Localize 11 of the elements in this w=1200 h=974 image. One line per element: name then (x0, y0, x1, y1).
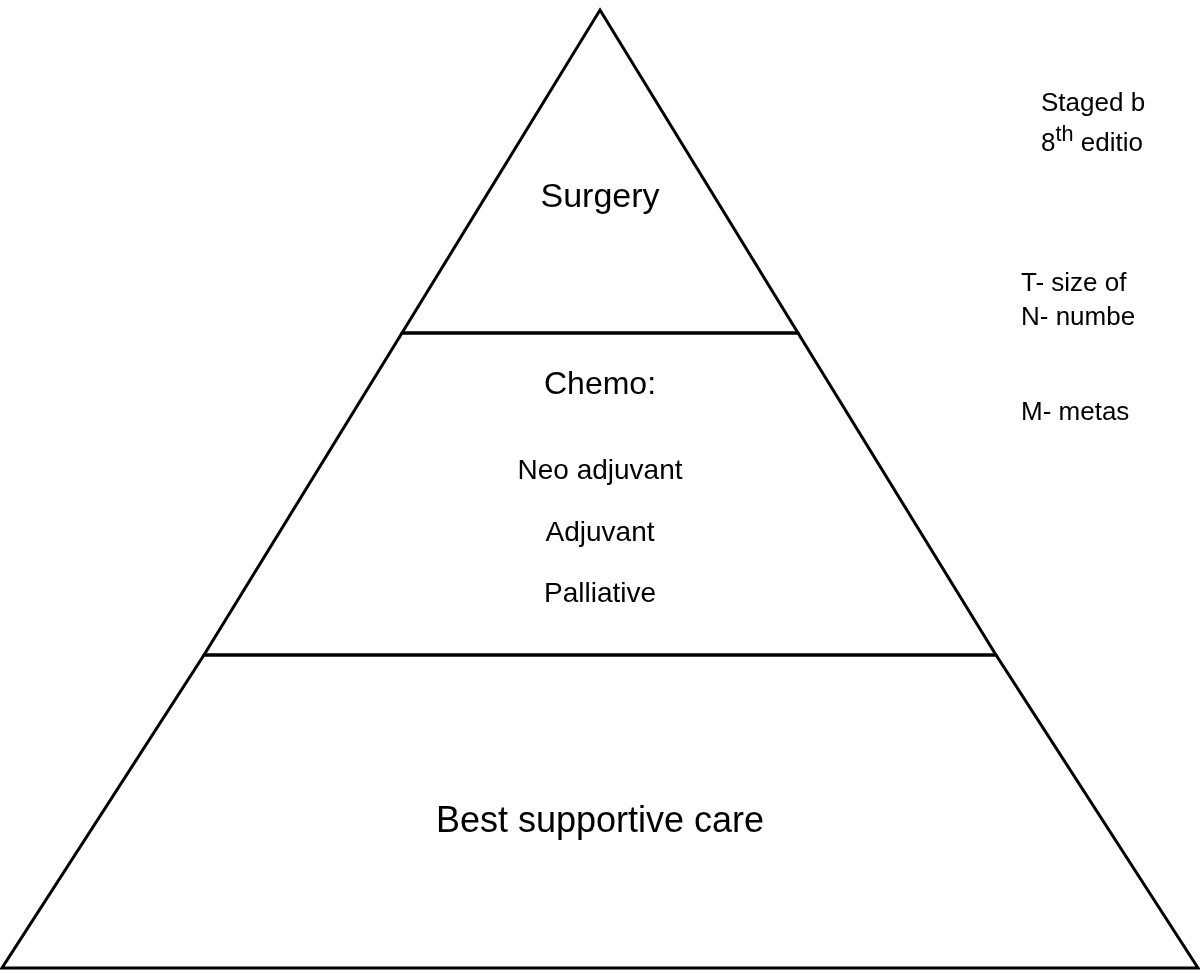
tier-item: Palliative (543, 577, 657, 609)
note-text: Staged b (1041, 88, 1146, 118)
note-text: N- numbe (1021, 302, 1136, 332)
note-text: T- size of (1021, 268, 1127, 298)
tier-heading: Best supportive care (435, 799, 765, 841)
tier-heading: Chemo: (544, 364, 656, 402)
note-text: M- metas (1021, 397, 1130, 427)
tier-heading: Surgery (540, 175, 660, 215)
note-text: 8$^{th}$ editio (1041, 122, 1143, 158)
tier-item: Adjuvant (545, 516, 655, 548)
tier-item: Neo adjuvant (517, 454, 683, 486)
